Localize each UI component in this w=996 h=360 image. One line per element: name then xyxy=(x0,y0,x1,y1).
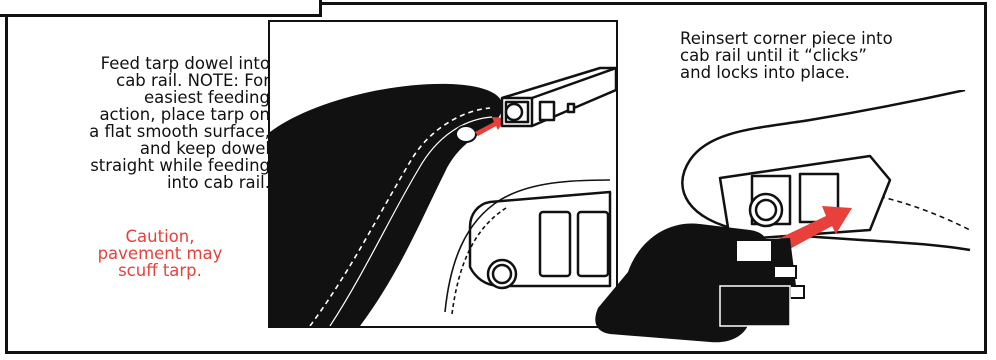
tarp-shape xyxy=(270,84,503,326)
feed-dowel-illustration-panel xyxy=(268,20,618,328)
cab-rail-cross-section xyxy=(445,180,610,314)
corner-piece-illustration xyxy=(590,90,982,348)
reinsert-instruction-text: Reinsert corner piece into cab rail unti… xyxy=(680,30,970,81)
feed-instruction-text: Feed tarp dowel into cab rail. NOTE: For… xyxy=(30,55,270,191)
corner-piece xyxy=(595,223,804,342)
feed-dowel-illustration xyxy=(270,22,616,326)
header-tab xyxy=(0,0,322,17)
dowel-end xyxy=(456,126,476,142)
caution-note: Caution, pavement may scuff tarp. xyxy=(60,228,260,279)
